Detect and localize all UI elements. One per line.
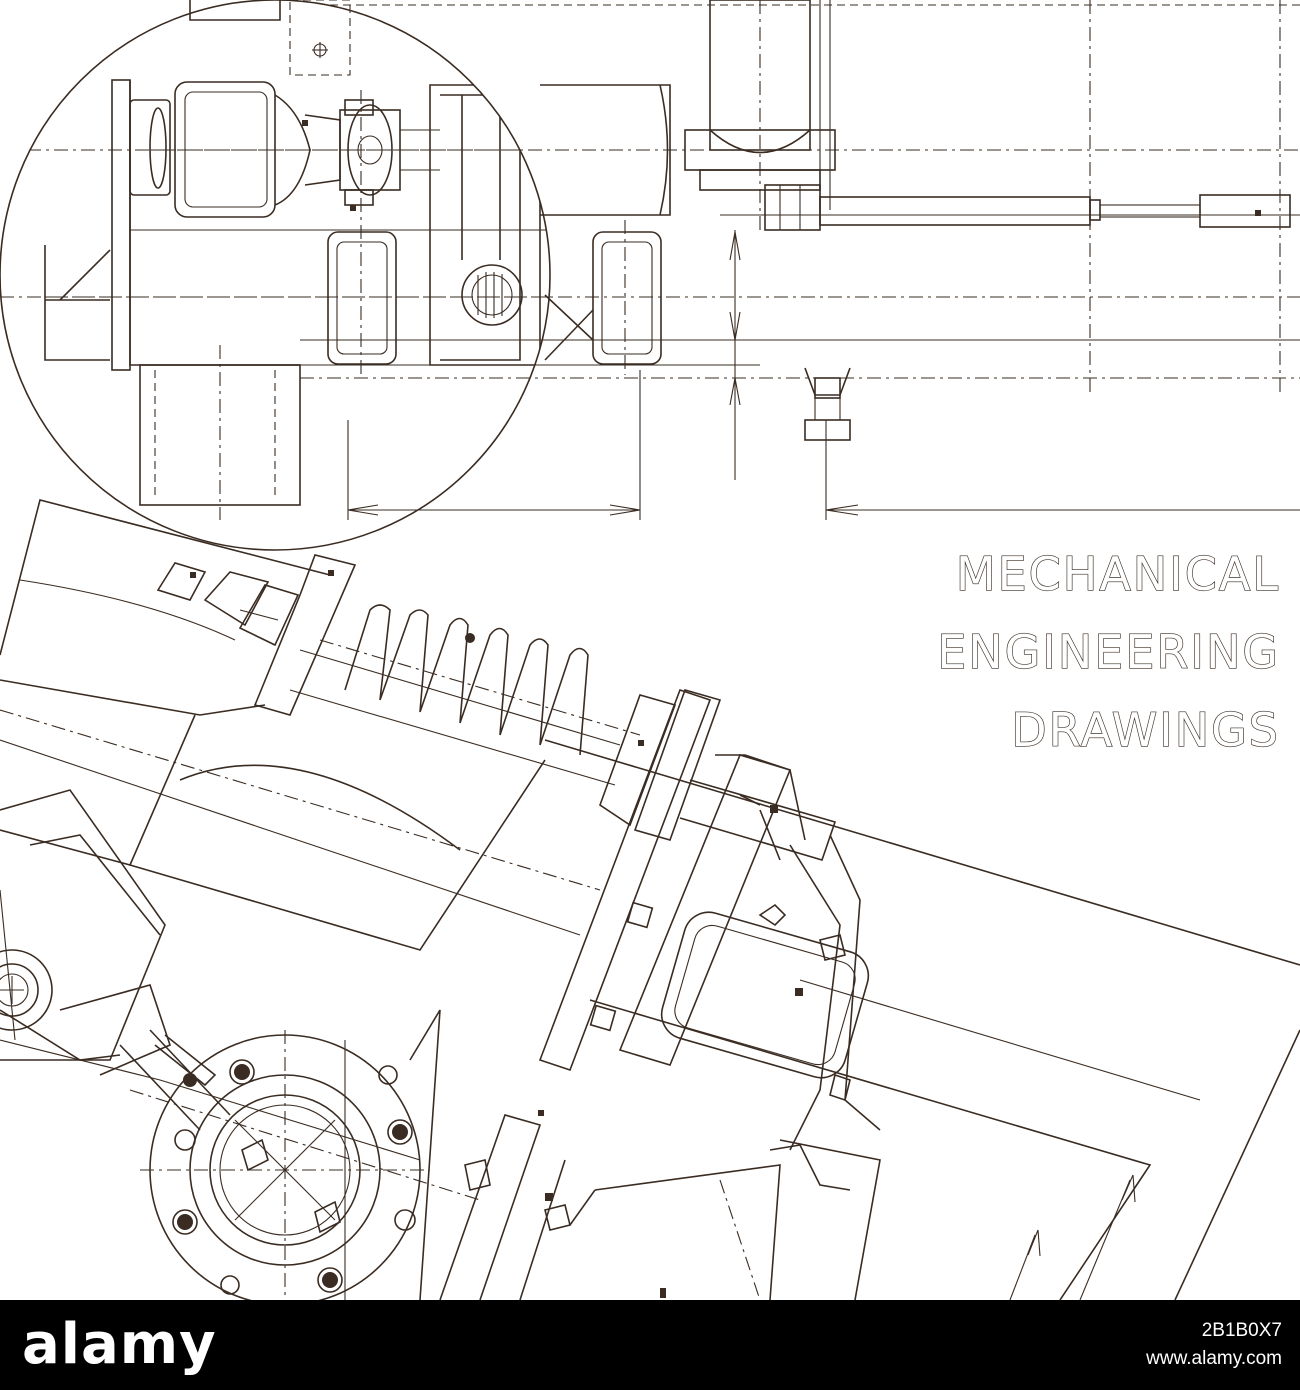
tilted-assembly — [0, 499, 1300, 1300]
top-frame-lines — [45, 0, 1300, 395]
engineering-drawing: MECHANICAL ENGINEERING DRAWINGS — [0, 0, 1300, 1300]
title-line-1: MECHANICAL — [956, 547, 1280, 601]
stock-footer-bar: alamy 2B1B0X7 www.alamy.com — [0, 1300, 1300, 1390]
detail-view-circle — [0, 0, 551, 551]
title-line-3: DRAWINGS — [1011, 703, 1280, 757]
blueprint-illustration: MECHANICAL ENGINEERING DRAWINGS — [0, 0, 1300, 1300]
piston-rod — [819, 194, 1291, 228]
gearbox-and-flange — [0, 789, 481, 1300]
hydraulic-cylinder — [684, 0, 836, 231]
site-url-label: www.alamy.com — [1146, 1348, 1282, 1369]
top-mount — [189, 0, 671, 216]
title-line-2: ENGINEERING — [937, 625, 1280, 679]
box-profile — [544, 220, 662, 375]
title-block: MECHANICAL ENGINEERING DRAWINGS — [937, 546, 1280, 757]
dimension-lines-top — [347, 230, 1300, 520]
hanging-bolt — [804, 367, 851, 441]
image-id-label: 2B1B0X7 — [1201, 1320, 1282, 1341]
alamy-logo: alamy — [22, 1312, 217, 1377]
